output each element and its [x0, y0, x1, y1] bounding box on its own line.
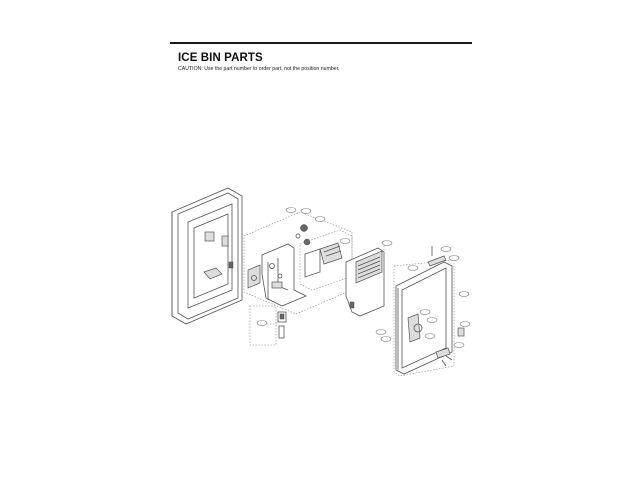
header-rule: [170, 42, 472, 44]
ice-bin-door: [393, 246, 465, 377]
ice-maker-bracket: [243, 211, 353, 315]
caution-note: CAUTION: Use the part number to order pa…: [178, 66, 340, 72]
dispenser-switch: [249, 305, 287, 346]
callout-labels: [256, 207, 471, 348]
ice-maker-unit: [299, 229, 353, 291]
door-liner-frame: [171, 187, 243, 325]
page-title: ICE BIN PARTS: [178, 52, 263, 64]
ice-bin-housing: [345, 246, 385, 317]
